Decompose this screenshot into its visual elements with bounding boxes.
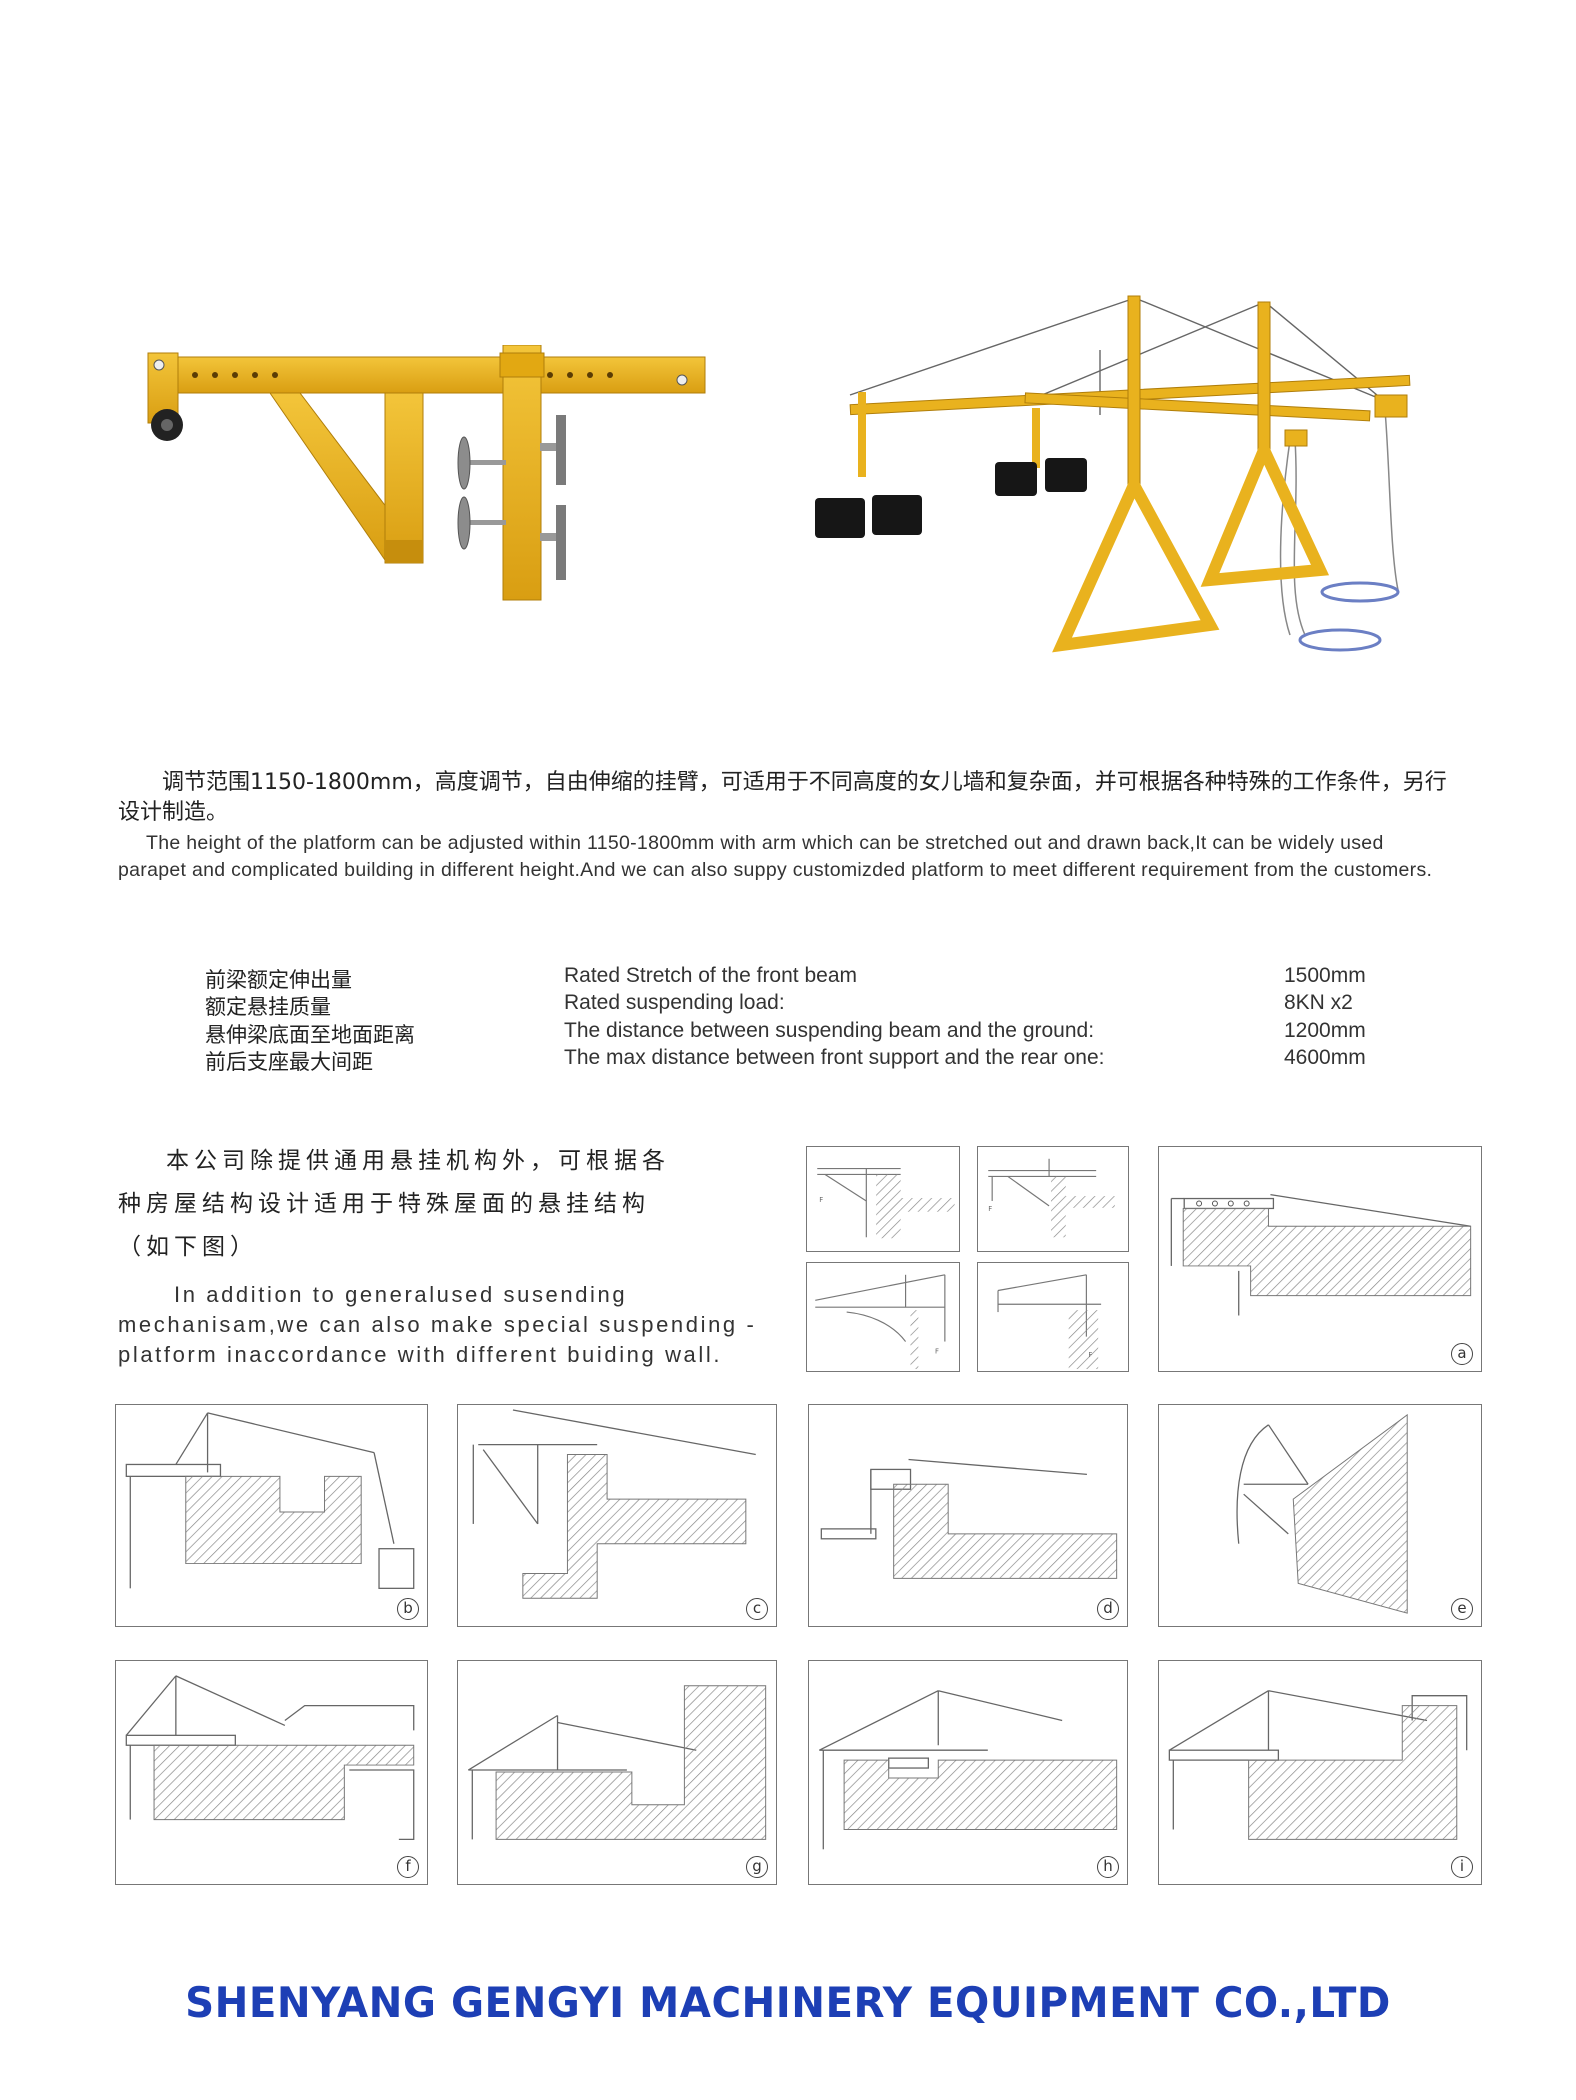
spec-value: 8KN x2 bbox=[1284, 991, 1353, 1014]
force-mark: F bbox=[935, 1347, 939, 1355]
intro-english: The height of the platform can be adjust… bbox=[118, 832, 1433, 881]
spec-label-en: Rated Stretch of the front beam bbox=[564, 964, 857, 987]
diagram-label: i bbox=[1451, 1856, 1473, 1878]
force-mark: F bbox=[819, 1196, 823, 1204]
spec-value: 1500mm bbox=[1284, 964, 1366, 987]
small-diagram-4: F bbox=[977, 1262, 1129, 1372]
spec-label-cn: 前后支座最大间距 bbox=[205, 1050, 373, 1074]
diagram-label: d bbox=[1097, 1598, 1119, 1620]
spec-value: 1200mm bbox=[1284, 1019, 1366, 1042]
special-chinese: 本公司除提供通用悬挂机构外，可根据各种房屋结构设计适用于特殊屋面的悬挂结构（如下… bbox=[118, 1148, 670, 1260]
force-mark: F bbox=[1088, 1351, 1092, 1359]
diagram-f: f bbox=[115, 1660, 428, 1885]
special-english: In addition to generalused susending mec… bbox=[118, 1282, 757, 1367]
spec-label-en: Rated suspending load: bbox=[564, 991, 785, 1014]
spec-label-cn: 额定悬挂质量 bbox=[205, 995, 331, 1019]
diagram-g: g bbox=[457, 1660, 777, 1885]
diagram-e: e bbox=[1158, 1404, 1482, 1627]
diagram-label: h bbox=[1097, 1856, 1119, 1878]
force-mark: F bbox=[988, 1205, 992, 1213]
diagram-b: b bbox=[115, 1404, 428, 1627]
spec-row: 前梁额定伸出量 Rated Stretch of the front beam … bbox=[0, 964, 1576, 992]
spec-row: 额定悬挂质量 Rated suspending load: 8KN x2 bbox=[0, 991, 1576, 1019]
spec-label-cn: 前梁额定伸出量 bbox=[205, 968, 352, 992]
diagram-h: h bbox=[808, 1660, 1128, 1885]
diagram-label: b bbox=[397, 1598, 419, 1620]
diagram-c: c bbox=[457, 1404, 777, 1627]
company-name: SHENYANG GENGYI MACHINERY EQUIPMENT CO.,… bbox=[185, 1978, 1391, 2027]
diagram-i: i bbox=[1158, 1660, 1482, 1885]
diagram-label: a bbox=[1451, 1343, 1473, 1365]
diagram-label: f bbox=[397, 1856, 419, 1878]
intro-chinese: 调节范围1150-1800mm，高度调节，自由伸缩的挂臂，可适用于不同高度的女儿… bbox=[118, 770, 1447, 825]
spec-row: 前后支座最大间距 The max distance between front … bbox=[0, 1046, 1576, 1074]
diagram-a: a bbox=[1158, 1146, 1482, 1372]
small-diagram-3: F bbox=[806, 1262, 960, 1372]
diagram-label: c bbox=[746, 1598, 768, 1620]
spec-value: 4600mm bbox=[1284, 1046, 1366, 1069]
diagram-d: d bbox=[808, 1404, 1128, 1627]
spec-label-en: The max distance between front support a… bbox=[564, 1046, 1105, 1069]
diagram-label: e bbox=[1451, 1598, 1473, 1620]
diagram-label: g bbox=[746, 1856, 768, 1878]
spec-label-cn: 悬伸梁底面至地面距离 bbox=[205, 1023, 415, 1047]
spec-label-en: The distance between suspending beam and… bbox=[564, 1019, 1095, 1042]
small-diagram-2: F bbox=[977, 1146, 1129, 1252]
suspension-mechanism-photo bbox=[815, 295, 1411, 653]
small-diagram-1: F bbox=[806, 1146, 960, 1252]
spec-row: 悬伸梁底面至地面距离 The distance between suspendi… bbox=[0, 1019, 1576, 1047]
adjustable-arm-photo bbox=[147, 345, 706, 601]
